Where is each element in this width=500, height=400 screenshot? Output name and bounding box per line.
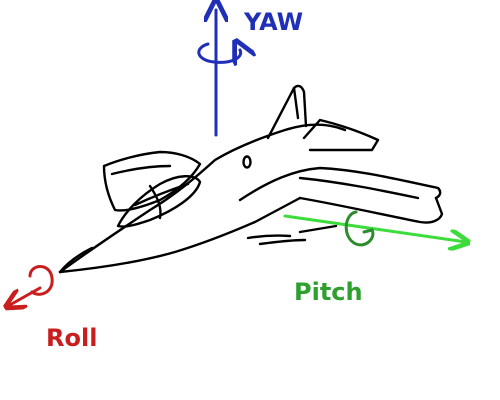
underwing-3: [298, 224, 338, 234]
roll-axis: [8, 265, 54, 307]
nose: [58, 246, 94, 274]
roll-axis-arrow: [8, 286, 42, 306]
fuselage-top: [58, 123, 347, 274]
tail-fin-edge: [292, 86, 300, 120]
pitch-label: Pitch: [294, 278, 363, 306]
canopy-frame: [148, 184, 162, 220]
canopy-inner: [133, 182, 190, 207]
yaw-rotation-icon: [197, 44, 241, 62]
wing-trailing: [298, 196, 444, 224]
pitch-axis: [283, 210, 466, 247]
pitch-axis-arrow: [283, 214, 466, 242]
wing-top: [238, 166, 442, 202]
stabilizer: [302, 118, 380, 152]
pitch-rotation-icon: [344, 210, 375, 247]
porthole: [242, 155, 252, 169]
wing-flap-line: [298, 176, 420, 200]
intake: [102, 150, 202, 212]
canopy: [116, 175, 202, 228]
roll-label: Roll: [46, 324, 97, 352]
underwing-1: [246, 234, 292, 240]
yaw-axis: [197, 10, 241, 137]
intake-lip: [110, 164, 172, 176]
underwing-2: [258, 238, 307, 246]
fuselage-bottom: [58, 196, 302, 274]
yaw-label: YAW: [243, 8, 303, 36]
roll-rotation-icon: [28, 265, 54, 296]
airplane-drawing: [58, 84, 444, 274]
